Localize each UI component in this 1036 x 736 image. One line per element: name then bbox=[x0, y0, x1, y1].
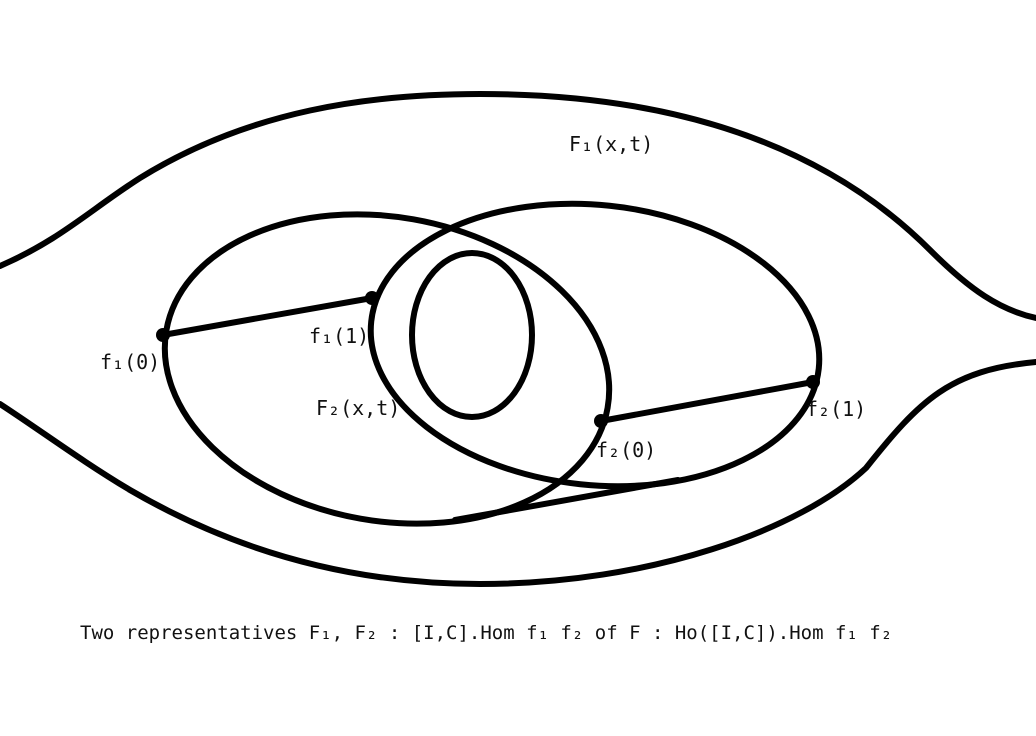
label-F1: F₁(x,t) bbox=[569, 132, 653, 156]
label-f1-0: f₁(0) bbox=[100, 350, 160, 374]
point-f2-1 bbox=[806, 375, 820, 389]
path-f1 bbox=[160, 295, 375, 338]
path-f2 bbox=[598, 379, 816, 424]
right-ellipse bbox=[367, 200, 823, 490]
inner-hole-ellipse bbox=[409, 250, 535, 420]
label-f1-1: f₁(1) bbox=[309, 324, 369, 348]
point-f2-0 bbox=[594, 414, 608, 428]
ellipse-connector-line bbox=[452, 477, 681, 523]
label-F2: F₂(x,t) bbox=[316, 396, 400, 420]
outer-region-top-boundary bbox=[0, 91, 1036, 321]
diagram-caption: Two representatives F₁, F₂ : [I,C].Hom f… bbox=[80, 622, 893, 644]
label-f2-1: f₂(1) bbox=[806, 397, 866, 421]
point-f1-1 bbox=[365, 291, 379, 305]
label-f2-0: f₂(0) bbox=[596, 438, 656, 462]
outer-region-bottom-boundary bbox=[0, 359, 1036, 587]
point-f1-0 bbox=[156, 328, 170, 342]
